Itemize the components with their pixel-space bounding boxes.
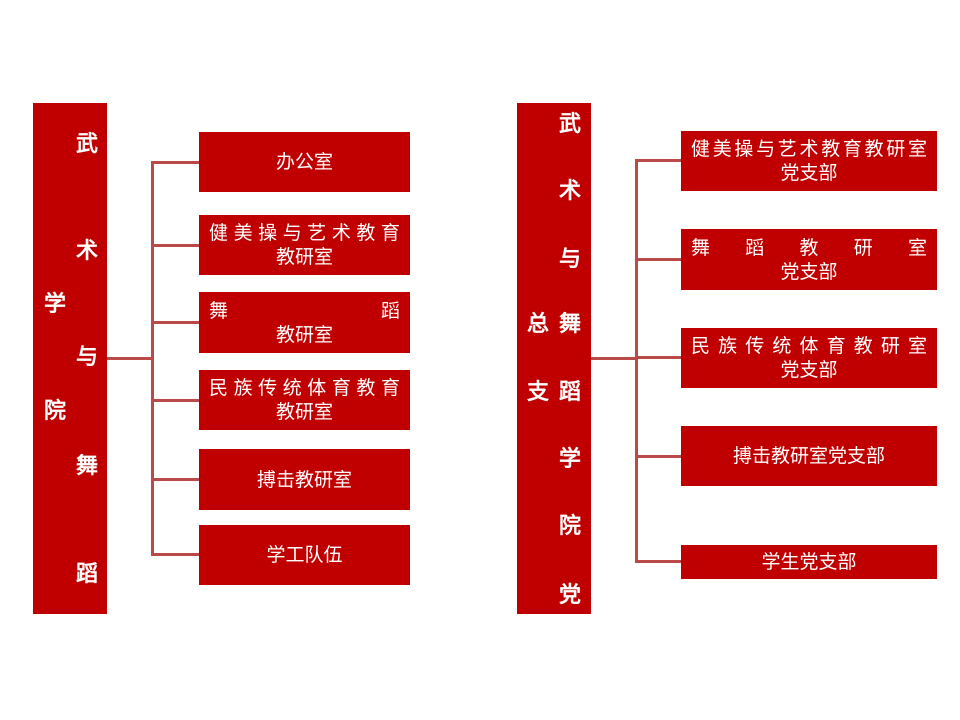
dept-label: 舞蹈 <box>209 299 400 322</box>
dept-label: 教研室 <box>275 401 333 423</box>
branch-box: 舞蹈教研室党支部 <box>681 229 937 290</box>
title-char: 武 <box>75 132 98 157</box>
branch-label: 搏击教研室党支部 <box>732 445 885 467</box>
dept-label: 教研室 <box>275 323 333 346</box>
title-char: 蹈 <box>75 562 98 587</box>
title-char: 学 <box>558 447 581 472</box>
title-char: 支 <box>526 380 549 405</box>
branch-label: 民族传统体育教研室 <box>691 335 927 357</box>
dept-box: 民族传统体育教育教研室 <box>199 370 410 430</box>
branch-label: 舞蹈教研室 <box>691 236 927 259</box>
branch-label: 党支部 <box>780 260 838 283</box>
title-char: 党 <box>558 583 581 608</box>
dept-label: 搏击教研室 <box>256 468 352 491</box>
branch-box: 搏击教研室党支部 <box>681 426 937 486</box>
connector <box>635 159 638 563</box>
branch-box: 健美操与艺术教育教研室党支部 <box>681 131 937 191</box>
title-char: 院 <box>558 514 581 539</box>
connector <box>151 478 199 481</box>
connector <box>591 357 637 360</box>
connector <box>151 321 199 324</box>
branch-label: 学生党支部 <box>761 551 857 573</box>
branch-label: 健美操与艺术教育教研室 <box>691 138 927 160</box>
title-char: 总 <box>526 312 549 337</box>
dept-box: 舞蹈教研室 <box>199 292 410 353</box>
title-char: 与 <box>75 345 98 370</box>
title-char: 蹈 <box>558 380 581 405</box>
title-char: 舞 <box>75 454 98 479</box>
left-root-box: 武 术 与 舞 蹈 学 院 <box>33 103 107 614</box>
connector <box>635 159 681 162</box>
title-char: 院 <box>43 399 66 424</box>
title-char: 学 <box>43 292 66 317</box>
title-char: 术 <box>558 179 581 204</box>
title-char: 舞 <box>558 312 581 337</box>
connector <box>635 560 681 563</box>
right-root-box: 武 术 与 舞 蹈 学 院 党 总 支 <box>517 103 591 614</box>
connector <box>635 356 681 359</box>
dept-label: 教研室 <box>275 246 333 268</box>
dept-label: 健美操与艺术教育 <box>209 222 400 244</box>
dept-label: 办公室 <box>275 151 333 173</box>
dept-box: 搏击教研室 <box>199 449 410 510</box>
branch-label: 党支部 <box>780 162 838 184</box>
connector <box>151 244 199 247</box>
dept-box: 健美操与艺术教育教研室 <box>199 215 410 275</box>
branch-box: 民族传统体育教研室党支部 <box>681 328 937 388</box>
branch-box: 学生党支部 <box>681 545 937 579</box>
title-char: 术 <box>75 239 98 264</box>
connector <box>151 161 199 164</box>
dept-box: 学工队伍 <box>199 525 410 585</box>
connector <box>151 553 199 556</box>
title-char: 武 <box>558 112 581 137</box>
connector <box>107 357 153 360</box>
title-char: 与 <box>558 247 581 272</box>
dept-label: 学工队伍 <box>266 544 343 566</box>
connector <box>151 161 154 555</box>
dept-box: 办公室 <box>199 132 410 192</box>
connector <box>635 455 681 458</box>
connector <box>151 399 199 402</box>
connector <box>635 258 681 261</box>
branch-label: 党支部 <box>780 359 838 381</box>
dept-label: 民族传统体育教育 <box>209 377 400 399</box>
